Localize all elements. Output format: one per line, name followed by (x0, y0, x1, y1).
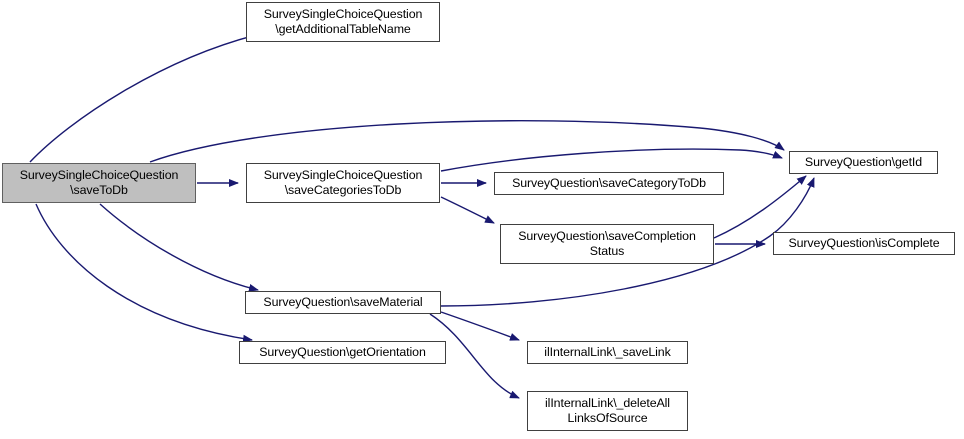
edge-saveToDb-to-getAdditionalTableName (29, 33, 257, 163)
node-label: SurveyQuestion\isComplete (788, 236, 940, 250)
node-getId[interactable]: SurveyQuestion\getId (789, 151, 938, 174)
node-label: SurveyQuestion\saveCategoryToDb (512, 176, 706, 190)
node-label: SurveyQuestion\getId (804, 155, 923, 169)
node-saveCompletionStatus[interactable]: SurveyQuestion\saveCompletion Status (500, 224, 714, 264)
node-saveCategoriesToDb[interactable]: SurveySingleChoiceQuestion \saveCategori… (246, 163, 440, 203)
edge-saveToDb-to-saveMaterial (99, 203, 259, 292)
edge-saveToDb-to-getId (149, 120, 785, 163)
node-label: SurveyQuestion\saveCompletion Status (518, 229, 696, 258)
node-label: SurveySingleChoiceQuestion \saveCategori… (263, 168, 423, 197)
node-getOrientation[interactable]: SurveyQuestion\getOrientation (239, 341, 446, 364)
node-getAdditionalTableName[interactable]: SurveySingleChoiceQuestion \getAdditiona… (246, 2, 440, 42)
edge-saveCategoriesToDb-to-getId (440, 148, 783, 172)
edge-saveToDb-to-getOrientation (35, 203, 253, 343)
node-saveLink[interactable]: ilInternalLink\_saveLink (527, 341, 688, 364)
node-label: ilInternalLink\_deleteAll LinksOfSource (545, 396, 670, 425)
node-saveCategoryToDb[interactable]: SurveyQuestion\saveCategoryToDb (494, 172, 724, 195)
edge-saveCategoriesToDb-to-saveCompletionStatus (440, 196, 495, 224)
node-label: ilInternalLink\_saveLink (544, 345, 671, 359)
node-saveMaterial[interactable]: SurveyQuestion\saveMaterial (245, 291, 441, 314)
node-label: SurveySingleChoiceQuestion \getAdditiona… (263, 7, 423, 36)
node-label: SurveySingleChoiceQuestion \saveToDb (19, 168, 179, 197)
node-deleteAllLinksOfSource[interactable]: ilInternalLink\_deleteAll LinksOfSource (527, 391, 688, 431)
edge-saveCompletionStatus-to-getId (713, 175, 807, 239)
node-saveToDb[interactable]: SurveySingleChoiceQuestion \saveToDb (2, 163, 196, 203)
node-label: SurveyQuestion\saveMaterial (263, 295, 423, 309)
node-isComplete[interactable]: SurveyQuestion\isComplete (773, 232, 955, 255)
node-label: SurveyQuestion\getOrientation (259, 345, 426, 359)
edge-saveMaterial-to-saveLink (440, 311, 520, 341)
